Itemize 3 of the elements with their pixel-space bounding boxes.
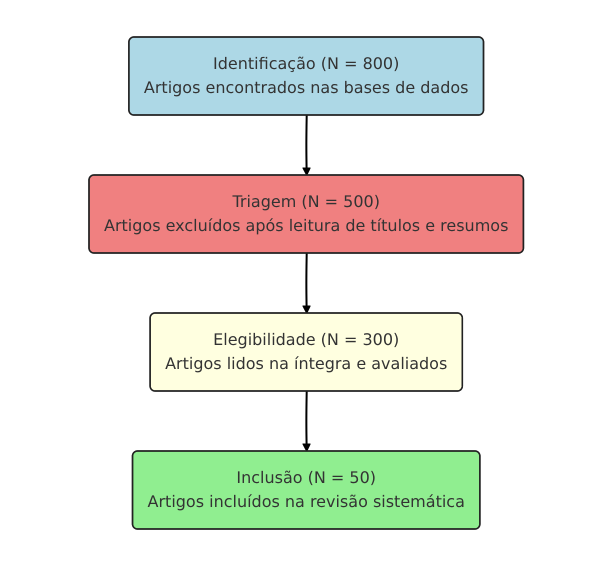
arrow: [302, 115, 312, 176]
arrow: [302, 253, 312, 314]
arrow: [302, 391, 312, 452]
